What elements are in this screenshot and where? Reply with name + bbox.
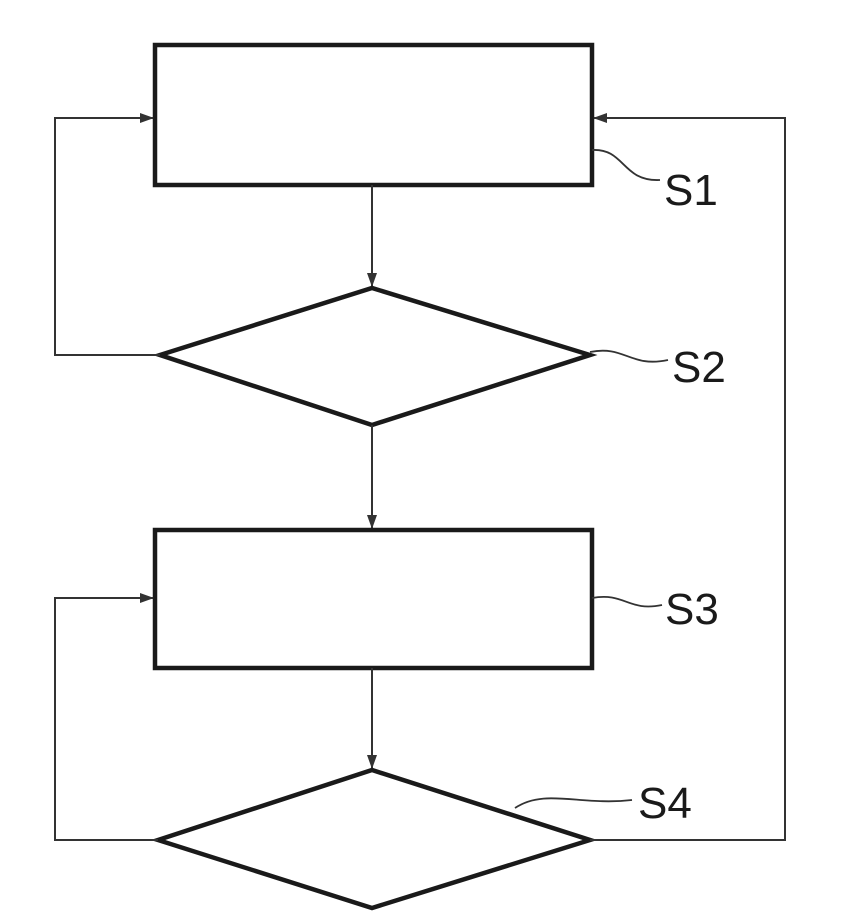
leader-s4: [515, 798, 632, 808]
label-s4: S4: [638, 779, 692, 828]
arrow-s2-loop-to-s1: [55, 118, 160, 355]
leader-s3: [592, 597, 662, 607]
step-s4-diamond: [158, 770, 590, 908]
step-s3-box: [155, 530, 592, 668]
arrow-s4-loop-to-s1: [590, 118, 785, 840]
leader-s2: [590, 351, 668, 362]
leader-s1: [592, 150, 660, 180]
arrow-s4-loop-to-s3: [55, 598, 158, 840]
label-s2: S2: [672, 343, 726, 392]
label-s3: S3: [665, 585, 719, 634]
step-s2-diamond: [160, 288, 590, 425]
label-s1: S1: [664, 166, 718, 215]
step-s1-box: [155, 45, 592, 185]
